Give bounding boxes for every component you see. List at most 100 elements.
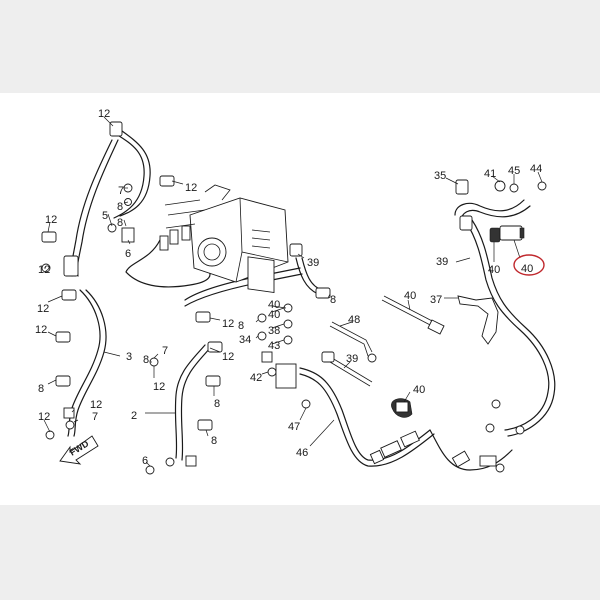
callout-8: 8 bbox=[214, 398, 220, 410]
callout-42: 42 bbox=[250, 372, 262, 384]
part-43 bbox=[329, 321, 377, 363]
highlight-ring-45 bbox=[513, 254, 545, 276]
hose-35-b bbox=[471, 219, 556, 437]
leader-line-12 bbox=[43, 419, 51, 433]
callout-12: 12 bbox=[37, 303, 49, 315]
leader-line-6 bbox=[145, 461, 151, 467]
part-47-bolt bbox=[381, 295, 445, 335]
fwd-arrow-shape bbox=[59, 435, 99, 465]
leader-line-3 bbox=[103, 351, 121, 357]
callout-12: 12 bbox=[98, 108, 110, 120]
clamp bbox=[109, 121, 123, 137]
callout-8: 8 bbox=[238, 320, 244, 332]
leader-line-40 bbox=[271, 307, 285, 313]
callout-12: 12 bbox=[90, 399, 102, 411]
hose-2 bbox=[174, 344, 206, 459]
callout-47: 47 bbox=[288, 421, 300, 433]
leader-line-40 bbox=[271, 305, 287, 309]
leader-line-12 bbox=[103, 116, 114, 127]
leader-line-46 bbox=[309, 419, 335, 447]
callout-12: 12 bbox=[45, 214, 57, 226]
part-42-strap bbox=[321, 351, 373, 387]
leader-line-8 bbox=[123, 201, 129, 204]
hose-3-upper-b bbox=[117, 127, 151, 217]
callout-40: 40 bbox=[521, 263, 533, 275]
part-46-clip bbox=[391, 398, 413, 418]
leader-line-39 bbox=[343, 361, 351, 369]
hose-lower-right bbox=[429, 429, 513, 471]
callout-12: 12 bbox=[35, 324, 47, 336]
leader-line-7 bbox=[153, 353, 159, 359]
leader-line-7 bbox=[73, 419, 79, 423]
leader-line-12 bbox=[209, 317, 221, 321]
leader-line-39 bbox=[297, 253, 305, 259]
leader-line-35 bbox=[445, 177, 459, 185]
callout-12: 12 bbox=[222, 351, 234, 363]
leader-line-38 bbox=[271, 323, 285, 329]
leader-line-12 bbox=[171, 180, 184, 185]
callout-12: 12 bbox=[222, 318, 234, 330]
callout-3: 3 bbox=[126, 351, 132, 363]
callout-40: 40 bbox=[488, 264, 500, 276]
callout-6: 6 bbox=[142, 455, 148, 467]
diagram-panel bbox=[0, 93, 600, 505]
leader-line-6 bbox=[127, 239, 131, 245]
hose-3-upper bbox=[112, 131, 145, 219]
hose-35-top-b bbox=[460, 205, 531, 223]
callout-35: 35 bbox=[434, 170, 446, 182]
leader-line-42 bbox=[261, 371, 269, 375]
callout-8: 8 bbox=[117, 201, 123, 213]
callout-7: 7 bbox=[162, 345, 168, 357]
leader-line-8 bbox=[255, 319, 259, 323]
part-45-sensor bbox=[489, 225, 525, 243]
hose-35 bbox=[465, 221, 550, 431]
leader-line-5 bbox=[107, 213, 113, 227]
part-44-bracket bbox=[457, 295, 499, 345]
callout-37: 37 bbox=[430, 294, 442, 306]
leader-line-40 bbox=[407, 299, 411, 311]
callout-12: 12 bbox=[185, 182, 197, 194]
hose-right-12 bbox=[295, 257, 319, 295]
callout-6: 6 bbox=[125, 248, 131, 260]
leader-line-12 bbox=[47, 221, 51, 233]
leader-line-12 bbox=[209, 347, 221, 353]
callout-38: 38 bbox=[268, 325, 280, 337]
leader-line-44 bbox=[537, 171, 543, 183]
callout-39: 39 bbox=[436, 256, 448, 268]
callout-34: 34 bbox=[239, 334, 251, 346]
callout-7: 7 bbox=[92, 411, 98, 423]
callout-40: 40 bbox=[413, 384, 425, 396]
pipe-34-b bbox=[299, 373, 435, 467]
leader-line-12 bbox=[47, 331, 57, 337]
fittings bbox=[41, 121, 547, 475]
leader-line-12 bbox=[71, 409, 75, 413]
callout-46: 46 bbox=[296, 447, 308, 459]
leader-line-48 bbox=[339, 321, 353, 327]
callout-39: 39 bbox=[346, 353, 358, 365]
leader-line-39 bbox=[455, 257, 471, 263]
leader-line-8 bbox=[47, 379, 57, 385]
callout-8: 8 bbox=[38, 383, 44, 395]
hose-abs-left bbox=[125, 239, 211, 288]
callout-40: 40 bbox=[404, 290, 416, 302]
callout-12: 12 bbox=[38, 411, 50, 423]
callout-8: 8 bbox=[211, 435, 217, 447]
hose-35-top bbox=[454, 199, 525, 216]
callout-12: 12 bbox=[153, 381, 165, 393]
hose-3-lower-b bbox=[73, 289, 107, 437]
callout-40: 40 bbox=[268, 299, 280, 311]
callout-44: 44 bbox=[530, 163, 542, 175]
hose-2-b bbox=[180, 346, 212, 461]
callout-48: 48 bbox=[348, 314, 360, 326]
callout-5: 5 bbox=[102, 210, 108, 222]
leader-line-12 bbox=[47, 295, 63, 303]
pipe-34 bbox=[299, 367, 431, 461]
callout-40: 40 bbox=[268, 309, 280, 321]
abs-hydraulic-unit bbox=[159, 184, 289, 294]
callout-8: 8 bbox=[143, 354, 149, 366]
callout-7: 7 bbox=[118, 185, 124, 197]
leader-line-41 bbox=[491, 175, 501, 183]
leader-line-8 bbox=[327, 293, 331, 299]
